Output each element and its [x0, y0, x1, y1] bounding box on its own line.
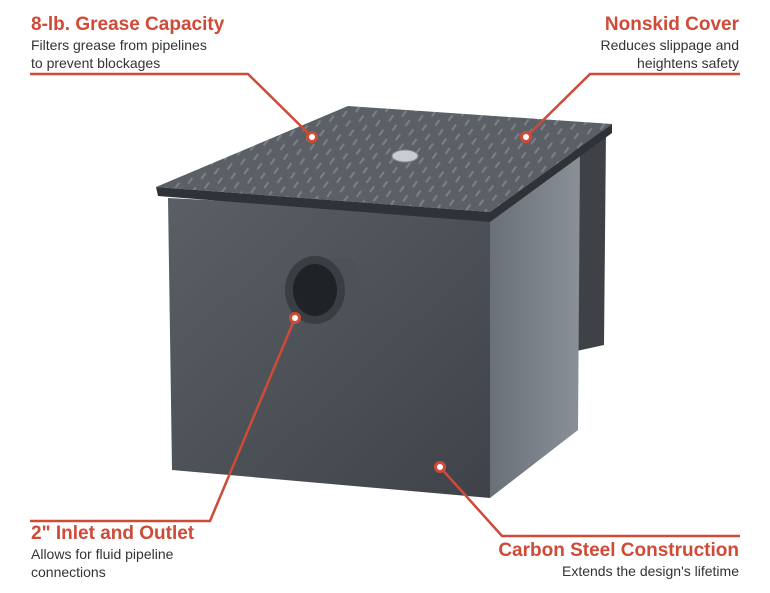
callout-desc: to prevent blockages: [31, 55, 161, 71]
callout-desc: Extends the design's lifetime: [562, 563, 739, 579]
inlet-pipe: [285, 256, 363, 324]
callout-desc: Reduces slippage and: [600, 37, 739, 53]
callout-nonskid-cover: Nonskid Cover Reduces slippage and heigh…: [600, 14, 739, 72]
callout-inlet-outlet: 2" Inlet and Outlet Allows for fluid pip…: [31, 523, 194, 581]
callout-title: Carbon Steel Construction: [498, 540, 739, 561]
cover-edge-right: [490, 124, 612, 222]
callout-dots: [289, 131, 532, 473]
callout-lines: [30, 72, 740, 538]
callout-desc: Filters grease from pipelines: [31, 37, 207, 53]
cover-edge: [156, 187, 490, 222]
grease-trap: [156, 106, 612, 498]
callout-carbon-steel: Carbon Steel Construction Extends the de…: [498, 540, 739, 580]
callout-desc: heightens safety: [637, 55, 739, 71]
callout-desc: connections: [31, 564, 106, 580]
callout-grease-capacity: 8-lb. Grease Capacity Filters grease fro…: [31, 14, 224, 72]
callout-desc: Allows for fluid pipeline: [31, 546, 174, 562]
nonskid-cover: [156, 106, 612, 212]
callout-title: 2" Inlet and Outlet: [31, 523, 195, 544]
right-flange: [572, 130, 606, 352]
front-face: [168, 198, 490, 498]
callout-title: 8-lb. Grease Capacity: [31, 14, 225, 35]
right-side: [490, 150, 580, 498]
callout-title: Nonskid Cover: [604, 14, 739, 35]
cover-cap: [391, 149, 419, 163]
